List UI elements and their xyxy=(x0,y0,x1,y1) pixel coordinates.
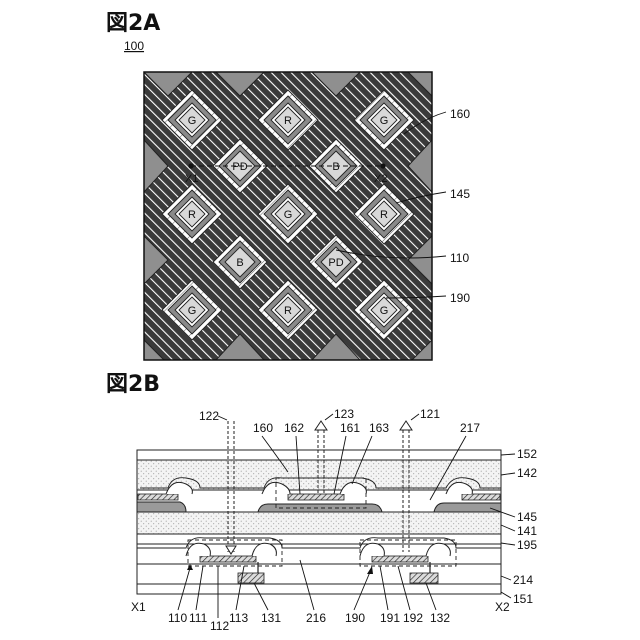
label-111: 111 xyxy=(189,611,208,625)
pixel-label: B xyxy=(236,257,243,269)
section-mark-x1: X1 xyxy=(185,173,198,185)
figure-2b-title: 図2B xyxy=(106,372,160,397)
label-141: 141 xyxy=(517,524,537,538)
label-121: 121 xyxy=(420,407,440,421)
label-131: 131 xyxy=(261,611,281,625)
section-point-x1 xyxy=(188,163,193,168)
label-162: 162 xyxy=(284,421,304,435)
section-mark-x2: X2 xyxy=(374,173,387,185)
label-216: 216 xyxy=(306,611,326,625)
label-132: 132 xyxy=(430,611,450,625)
pixel-label: R xyxy=(188,209,196,221)
label-122: 122 xyxy=(199,409,219,423)
pixel-array-plan: G R G PD B R G R B PD G R G xyxy=(144,72,432,360)
label-145: 145 xyxy=(517,510,537,524)
label-160: 160 xyxy=(253,421,273,435)
pixel-label: PD xyxy=(232,161,247,173)
pixel-label: G xyxy=(380,115,389,127)
label-195: 195 xyxy=(517,538,537,552)
callout-160: 160 xyxy=(450,107,470,121)
pixel-groups: G R G PD B R G R B PD G R G xyxy=(162,90,414,340)
figure-2a-title: 図2A xyxy=(106,11,160,36)
pixel-label: PD xyxy=(328,257,343,269)
edge-mark-x2: X2 xyxy=(495,600,510,614)
pixel-label: B xyxy=(332,161,339,173)
pixel-label: G xyxy=(380,305,389,317)
label-151: 151 xyxy=(513,592,533,606)
label-163: 163 xyxy=(369,421,389,435)
label-191: 191 xyxy=(380,611,400,625)
pixel-label: G xyxy=(188,305,197,317)
label-161: 161 xyxy=(340,421,360,435)
callout-145: 145 xyxy=(450,187,470,201)
label-190: 190 xyxy=(345,611,365,625)
callout-190: 190 xyxy=(450,291,470,305)
label-110: 110 xyxy=(168,611,187,625)
label-142: 142 xyxy=(517,466,537,480)
pixel-label: G xyxy=(284,209,293,221)
section-point-x2 xyxy=(380,163,385,168)
label-112: 112 xyxy=(210,619,229,633)
label-217: 217 xyxy=(460,421,480,435)
pixel-label: R xyxy=(284,115,292,127)
pixel-label: R xyxy=(380,209,388,221)
pixel-label: G xyxy=(188,115,197,127)
device-ref-100: 100 xyxy=(124,39,144,53)
label-192: 192 xyxy=(403,611,423,625)
label-123: 123 xyxy=(334,407,354,421)
label-214: 214 xyxy=(513,573,533,587)
edge-mark-x1: X1 xyxy=(131,600,146,614)
label-152: 152 xyxy=(517,447,537,461)
callout-110: 110 xyxy=(450,251,469,265)
pixel-label: R xyxy=(284,305,292,317)
label-113: 113 xyxy=(229,611,248,625)
